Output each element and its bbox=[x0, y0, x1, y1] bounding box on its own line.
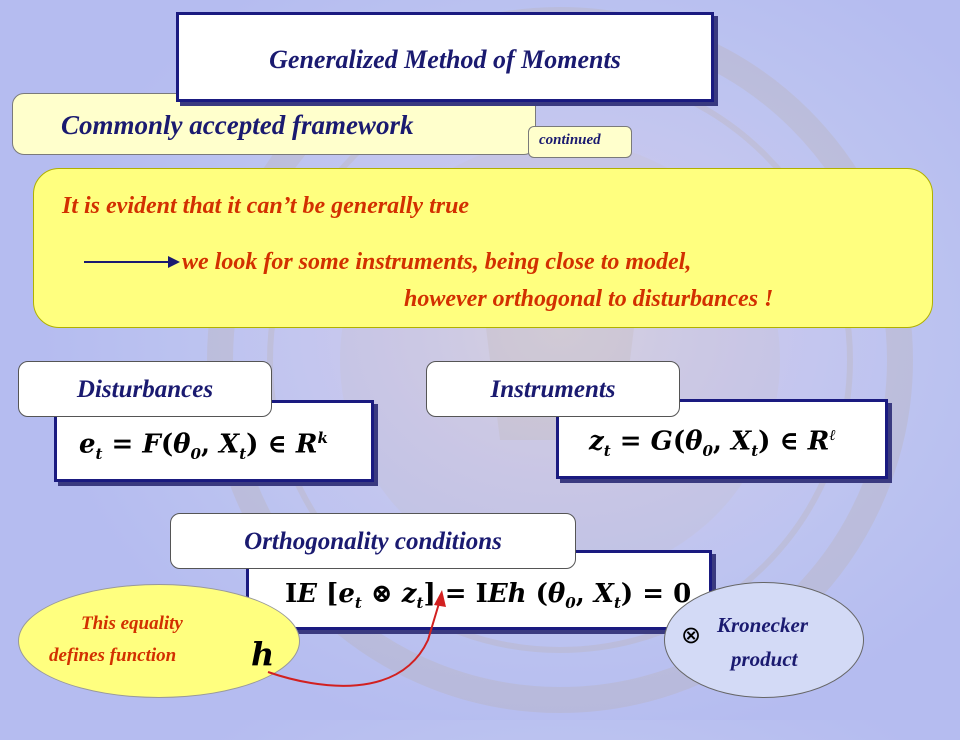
title-box-front: Generalized Method of Moments bbox=[176, 12, 714, 102]
instruments-formula: zt = G(θ0, Xt) ∈ Rℓ bbox=[589, 426, 836, 460]
note-line-1: This equality bbox=[81, 613, 183, 634]
disturbances-label-box: Disturbances bbox=[18, 361, 272, 417]
evident-box: It is evident that it can’t be generally… bbox=[33, 168, 933, 328]
kronecker-line-1: Kronecker bbox=[717, 613, 808, 637]
framework-label: Commonly accepted framework bbox=[61, 110, 414, 140]
note-ellipse: This equality defines function h bbox=[18, 584, 300, 698]
continued-box: continued bbox=[528, 126, 632, 158]
instruments-formula-box: zt = G(θ0, Xt) ∈ Rℓ bbox=[556, 399, 888, 479]
continued-label: continued bbox=[539, 132, 601, 148]
orthogonality-label-box: Orthogonality conditions bbox=[170, 513, 576, 569]
framework-box: Commonly accepted framework bbox=[12, 93, 536, 155]
disturbances-formula: et = F(θ0, Xt) ∈ Rk bbox=[79, 429, 328, 463]
function-h-symbol: h bbox=[251, 635, 275, 673]
kronecker-line-2: product bbox=[731, 647, 798, 671]
disturbances-label: Disturbances bbox=[76, 376, 214, 403]
evident-line-1: It is evident that it can’t be generally… bbox=[62, 193, 470, 219]
evident-line-3: however orthogonal to disturbances ! bbox=[404, 286, 774, 312]
instruments-label-box: Instruments bbox=[426, 361, 680, 417]
instruments-label: Instruments bbox=[490, 376, 616, 403]
slide-title-front: Generalized Method of Moments bbox=[269, 45, 621, 74]
otimes-icon: ⊗ bbox=[681, 621, 702, 649]
orthogonality-label: Orthogonality conditions bbox=[244, 528, 502, 555]
right-arrow-icon bbox=[84, 256, 180, 268]
kronecker-ellipse: ⊗ Kronecker product bbox=[664, 582, 864, 698]
evident-line-2: we look for some instruments, being clos… bbox=[182, 249, 692, 275]
orthogonality-formula: IE [et ⊗ zt] = IEh (θ0, Xt) = 0 bbox=[285, 579, 692, 613]
note-line-2: defines function bbox=[49, 645, 177, 666]
